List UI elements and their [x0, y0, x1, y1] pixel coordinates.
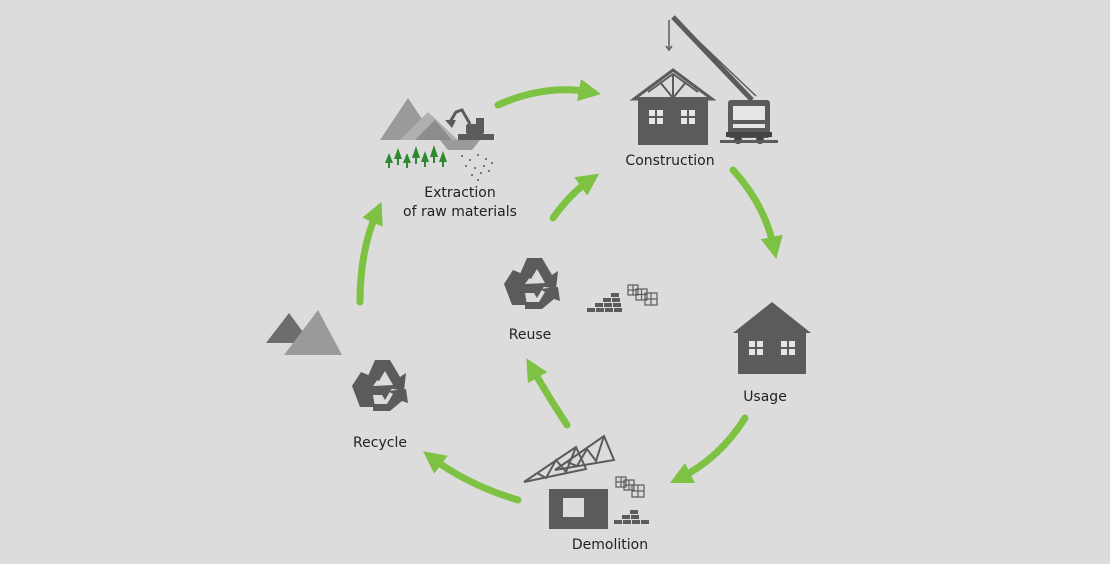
reuse-symbol-icon: [504, 258, 560, 309]
arrow-usage-to-demolition: [669, 414, 749, 484]
construction-icon: [629, 15, 778, 145]
cycle-arrows: [356, 79, 783, 504]
arrow-demolition-to-reuse: [526, 358, 571, 429]
reuse-materials-icon: [587, 284, 658, 312]
arrow-construction-to-usage: [729, 166, 783, 259]
extraction-label-line2: of raw materials: [403, 204, 517, 220]
recycle-symbol-icon: [352, 360, 408, 411]
extraction-icon: [380, 98, 494, 181]
recycle-label: Recycle: [353, 435, 407, 451]
arrow-recycle-to-extraction: [356, 201, 383, 306]
arrow-extraction-to-construction: [494, 79, 602, 109]
construction-label: Construction: [625, 153, 715, 169]
arrow-reuse-to-construction: [549, 173, 600, 222]
mountains-icon: [266, 310, 342, 355]
extraction-label: Extraction of raw materials: [380, 184, 540, 222]
demolition-icon: [523, 434, 649, 529]
reuse-label: Reuse: [508, 327, 552, 343]
extraction-label-line1: Extraction: [424, 185, 496, 201]
arrow-demolition-to-recycle: [423, 451, 522, 504]
usage-label: Usage: [743, 389, 787, 405]
usage-house-icon: [733, 302, 811, 374]
demolition-label: Demolition: [571, 537, 649, 553]
